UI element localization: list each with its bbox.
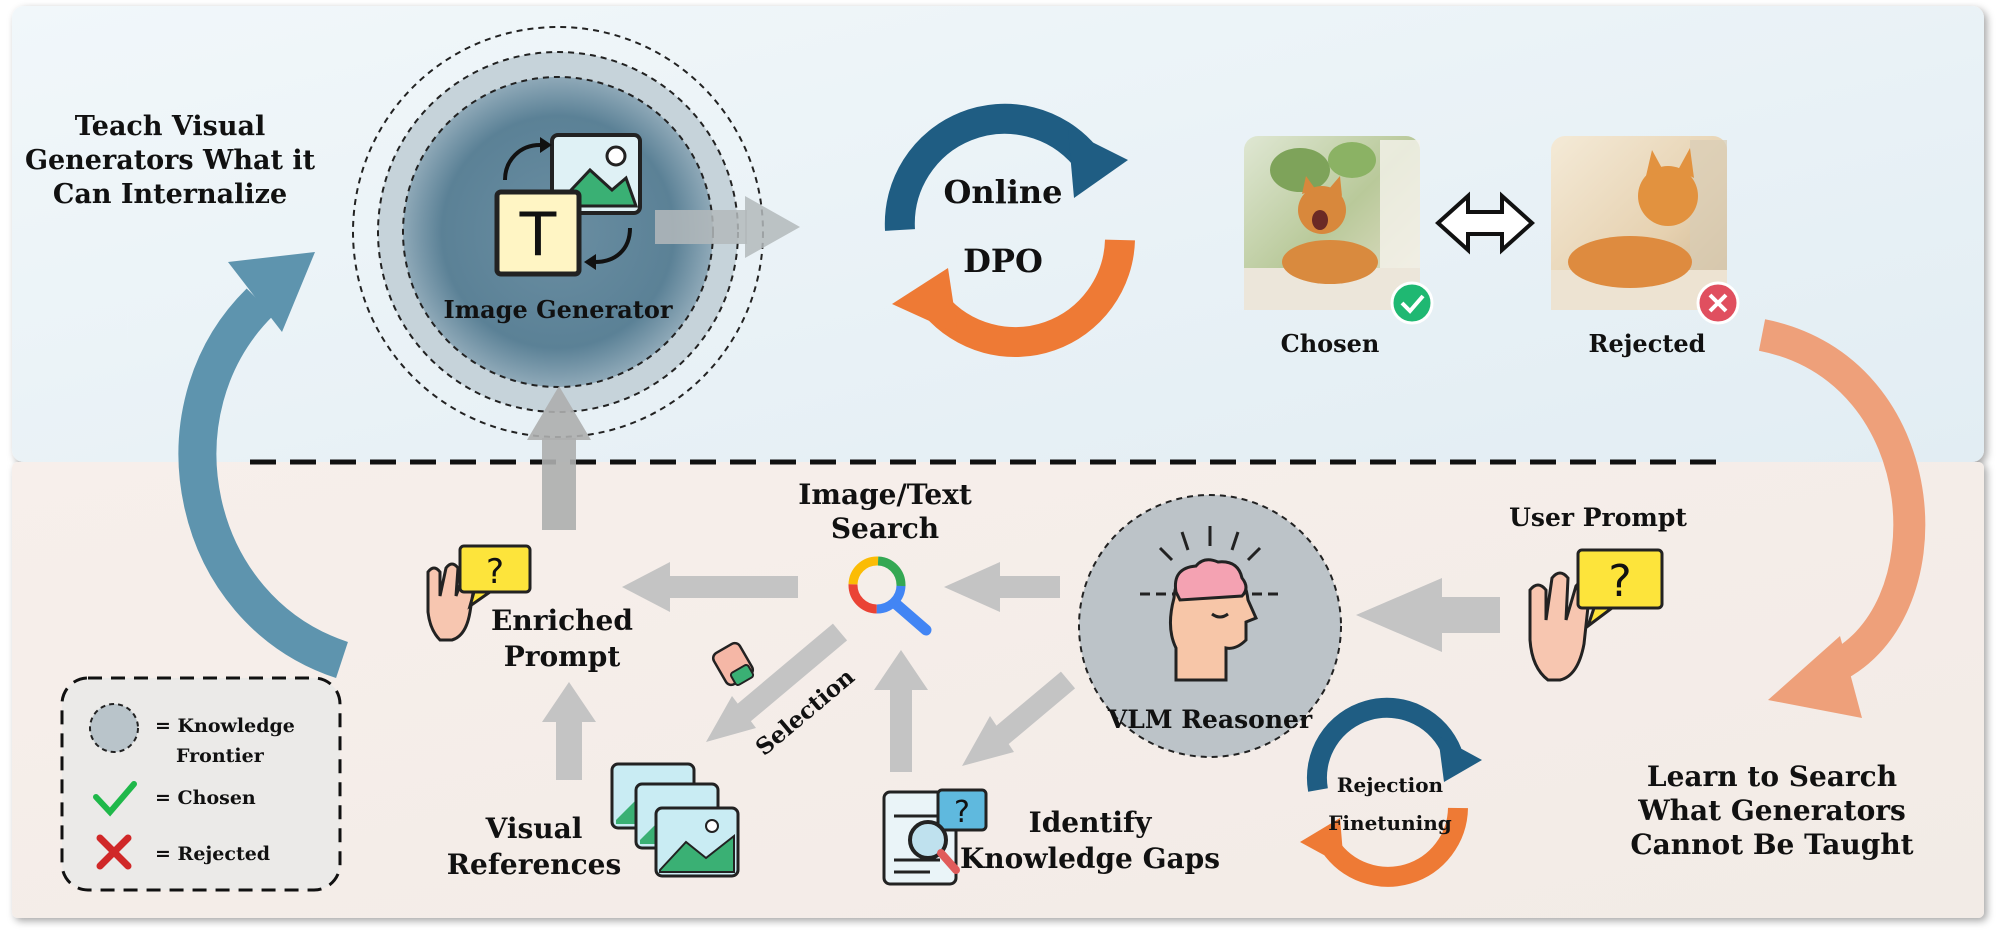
learn-line1: Learn to Search bbox=[1647, 760, 1897, 793]
dpo-line1: Online bbox=[943, 173, 1062, 211]
learn-label: Learn to Search What Generators Cannot B… bbox=[1630, 760, 1913, 861]
teach-label: Teach Visual Generators What it Can Inte… bbox=[25, 111, 316, 210]
visual-references-icon bbox=[610, 762, 740, 878]
rejection-finetuning-cycle: Rejection Finetuning bbox=[1300, 697, 1482, 887]
rejected-label: Rejected bbox=[1589, 329, 1706, 358]
flow-arrows bbox=[542, 562, 1500, 780]
dpo-line2: DPO bbox=[963, 242, 1043, 280]
teach-line2: Generators What it bbox=[25, 145, 316, 176]
text-box-icon: T bbox=[494, 189, 582, 277]
svg-text:?: ? bbox=[1608, 556, 1631, 607]
text-glyph: T bbox=[519, 200, 557, 270]
learn-cycle-arrow bbox=[1758, 319, 1926, 718]
selection-hand-icon bbox=[711, 641, 755, 687]
visual-line1: Visual bbox=[485, 812, 583, 845]
enriched-prompt-icon: ? bbox=[426, 544, 532, 642]
legend-check-icon bbox=[93, 781, 137, 817]
svg-text:?: ? bbox=[954, 795, 970, 830]
legend: = Knowledge Frontier = Chosen = Rejected bbox=[60, 676, 342, 892]
search-icon bbox=[848, 556, 932, 636]
svg-text:?: ? bbox=[486, 552, 504, 592]
visual-line2: References bbox=[447, 848, 622, 881]
user-prompt-icon: ? bbox=[1528, 548, 1664, 682]
arrow-prompt-to-generator bbox=[527, 386, 591, 530]
teach-line3: Can Internalize bbox=[53, 179, 287, 210]
chosen-label: Chosen bbox=[1281, 329, 1380, 358]
compare-double-arrow-icon bbox=[1435, 191, 1535, 255]
thinking-head-icon bbox=[1140, 526, 1280, 682]
chosen-image bbox=[1244, 136, 1434, 325]
swap-arrows-icon bbox=[503, 137, 632, 270]
reasoner-label: VLM Reasoner bbox=[1107, 705, 1313, 734]
enriched-line1: Enriched bbox=[491, 604, 633, 637]
teach-line1: Teach Visual bbox=[75, 111, 265, 142]
rejected-cross-icon bbox=[1696, 281, 1740, 325]
generator-label: Image Generator bbox=[444, 295, 673, 324]
search-line2: Search bbox=[831, 512, 939, 545]
search-line1: Image/Text bbox=[798, 478, 972, 511]
rejected-image bbox=[1551, 136, 1740, 325]
gaps-line2: Knowledge Gaps bbox=[960, 842, 1220, 875]
legend-frontier-line1: = Knowledge bbox=[155, 715, 295, 737]
learn-line2: What Generators bbox=[1637, 794, 1906, 827]
enriched-line2: Prompt bbox=[504, 640, 621, 673]
teach-cycle-arrow bbox=[178, 252, 349, 679]
image-generator: T Image Generator bbox=[352, 26, 764, 438]
legend-chosen: = Chosen bbox=[155, 787, 256, 809]
learn-line3: Cannot Be Taught bbox=[1630, 828, 1913, 861]
arrow-generator-to-dpo bbox=[655, 196, 800, 258]
online-dpo-cycle: Online DPO bbox=[884, 103, 1135, 358]
legend-frontier-line2: Frontier bbox=[176, 745, 265, 767]
rft-line2: Finetuning bbox=[1328, 811, 1452, 835]
gaps-line1: Identify bbox=[1029, 806, 1152, 839]
legend-rejected: = Rejected bbox=[155, 843, 270, 865]
user-prompt-label: User Prompt bbox=[1509, 503, 1687, 532]
knowledge-gaps-icon: ? bbox=[882, 788, 988, 886]
vlm-reasoner: VLM Reasoner bbox=[1078, 494, 1342, 758]
chosen-check-icon bbox=[1390, 281, 1434, 325]
legend-cross-icon bbox=[96, 834, 132, 870]
rft-line1: Rejection bbox=[1337, 773, 1444, 797]
legend-frontier-swatch bbox=[89, 703, 139, 753]
